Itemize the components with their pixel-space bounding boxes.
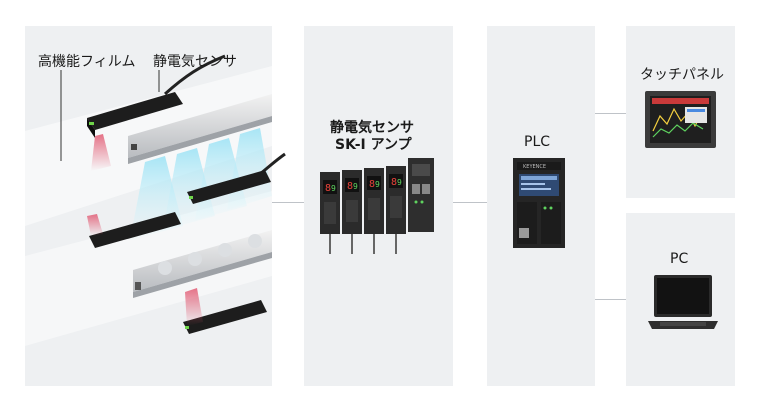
film-label: 高機能フィルム — [38, 54, 136, 70]
plc-unit-icon: KEYENCE — [513, 158, 565, 248]
svg-text:8: 8 — [347, 181, 353, 192]
touch-panel-icon — [645, 91, 716, 148]
connector-scene-amp — [272, 202, 304, 203]
plc-brand: KEYENCE — [523, 164, 546, 170]
laptop-icon — [648, 275, 718, 329]
static-sensor-icon — [187, 152, 286, 204]
amp-title-line1: 静電気センサ — [330, 120, 414, 136]
svg-text:8: 8 — [369, 179, 375, 190]
amp-title-line2: SK-I アンプ — [335, 137, 412, 153]
connector-plc-pc — [595, 299, 626, 300]
sensor-label: 静電気センサ — [153, 54, 237, 70]
connector-amp-plc — [453, 202, 487, 203]
svg-text:9: 9 — [375, 180, 380, 189]
plc-label: PLC — [524, 134, 551, 150]
ionizer-bar-icon — [133, 230, 272, 298]
ionizer-bar-icon — [128, 94, 272, 164]
amplifier-unit-icon: 8 9 8 9 8 9 8 9 — [320, 158, 434, 254]
pc-label: PC — [670, 251, 689, 267]
connector-plc-touch — [595, 113, 626, 114]
static-sensor-icon — [87, 212, 181, 248]
svg-text:8: 8 — [325, 183, 331, 194]
svg-text:9: 9 — [331, 184, 336, 193]
static-sensor-icon — [183, 288, 267, 334]
touch-panel-label: タッチパネル — [640, 67, 724, 83]
process-scene-illustration — [25, 54, 286, 346]
svg-text:8: 8 — [391, 177, 397, 188]
svg-text:9: 9 — [397, 178, 402, 187]
svg-text:9: 9 — [353, 182, 358, 191]
static-sensor-icon — [87, 54, 226, 171]
